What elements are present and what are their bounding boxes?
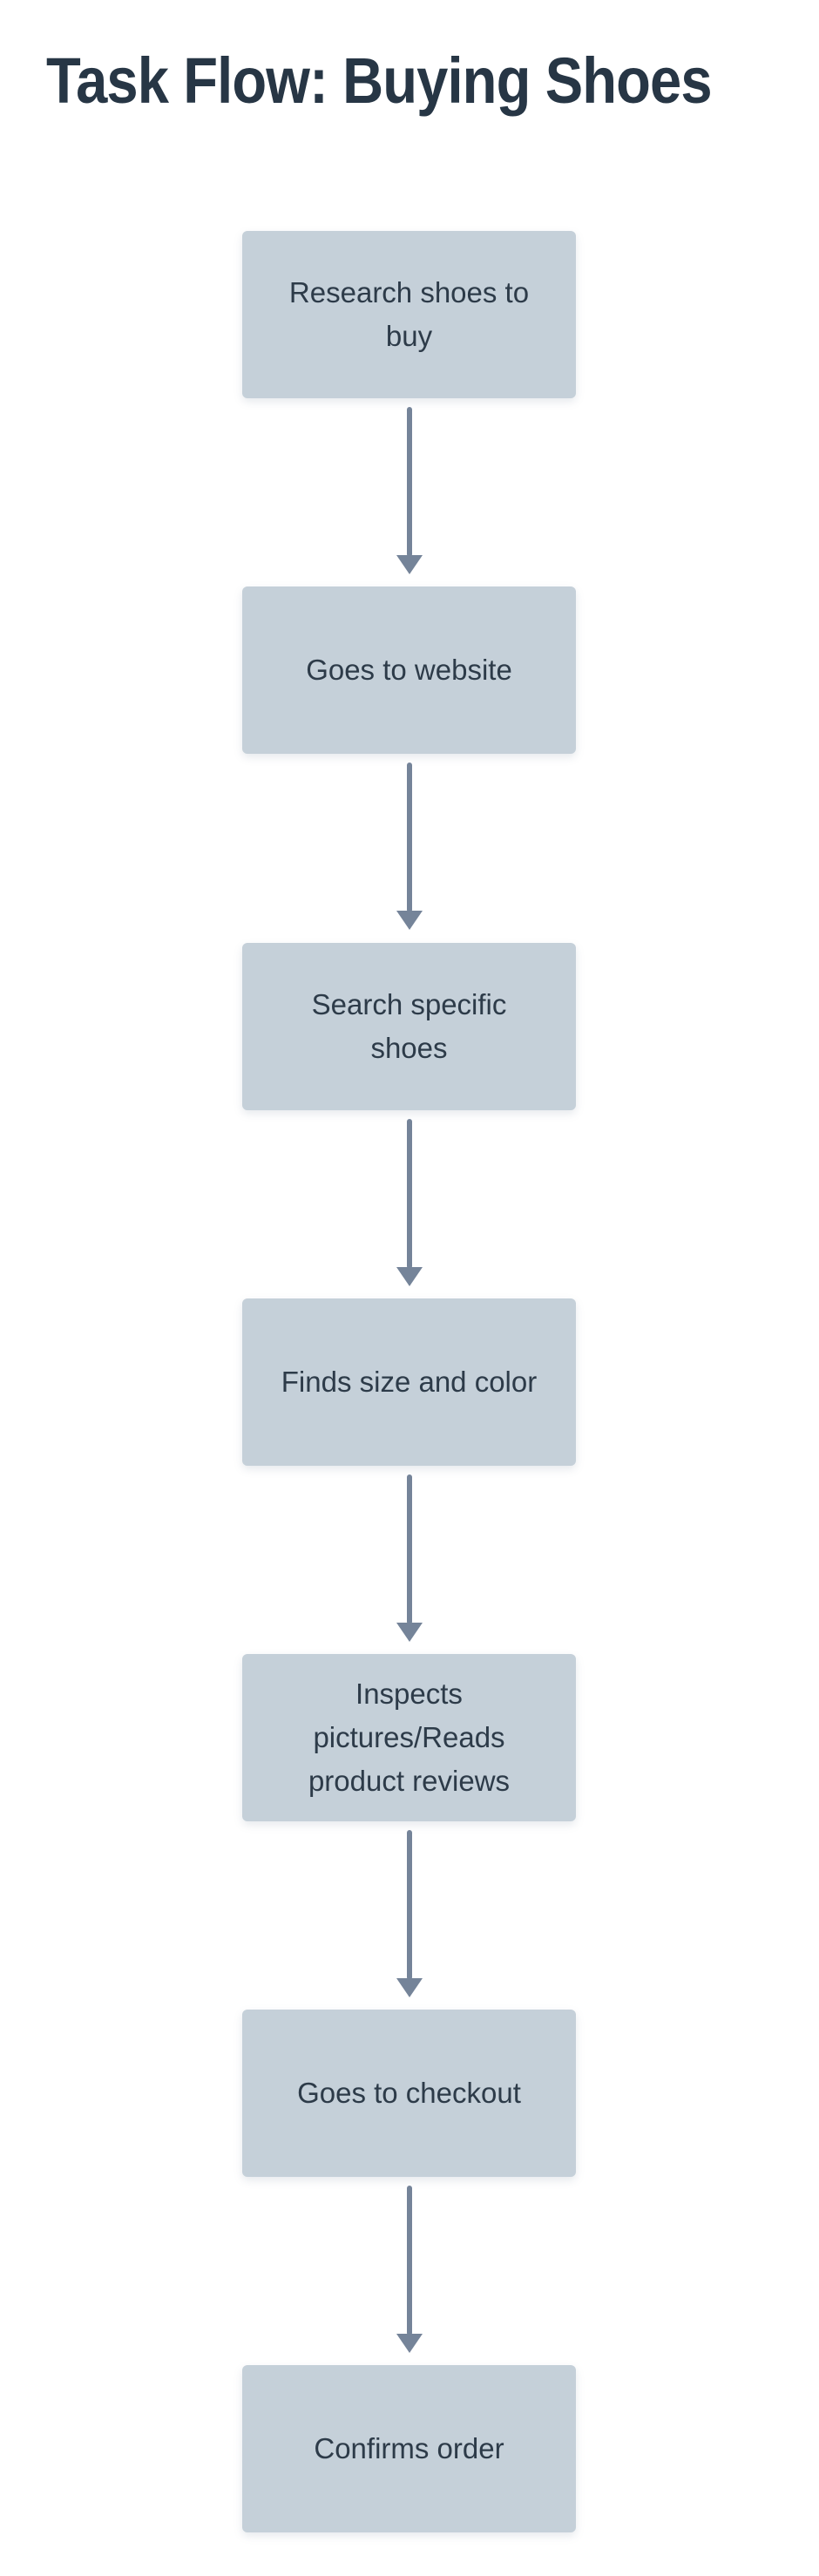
arrow-head-icon	[396, 911, 423, 930]
down-arrow-connector	[396, 1474, 423, 1642]
arrow-head-icon	[396, 1978, 423, 1997]
down-arrow-connector	[396, 1830, 423, 1997]
flow-step-label: Goes to website	[306, 654, 512, 686]
flow-step-search-specific-shoes: Search specific shoes	[242, 943, 576, 1110]
flow-step-label: Inspects pictures/Reads product reviews	[308, 1678, 511, 1797]
arrow-head-icon	[396, 1623, 423, 1642]
arrow-head-icon	[396, 2334, 423, 2353]
flow-step-label: Finds size and color	[281, 1366, 538, 1398]
down-arrow-connector	[396, 407, 423, 574]
arrow-shaft	[407, 1474, 412, 1624]
flow-step-confirms-order: Confirms order	[242, 2365, 576, 2532]
arrow-shaft	[407, 1830, 412, 1980]
arrow-shaft	[407, 1119, 412, 1269]
flow-step-label: Search specific shoes	[311, 988, 507, 1064]
arrow-shaft	[407, 2186, 412, 2335]
down-arrow-connector	[396, 763, 423, 930]
down-arrow-connector	[396, 1119, 423, 1286]
down-arrow-connector	[396, 2186, 423, 2353]
arrow-shaft	[407, 407, 412, 557]
diagram-title: Task Flow: Buying Shoes	[46, 44, 713, 117]
flow-step-research-shoes: Research shoes to buy	[242, 231, 576, 398]
flow-step-label: Research shoes to buy	[288, 276, 530, 352]
flow-step-goes-to-website: Goes to website	[242, 586, 576, 754]
flow-step-finds-size-and-color: Finds size and color	[242, 1298, 576, 1466]
arrow-head-icon	[396, 555, 423, 574]
flow-step-inspects-pictures-reads-reviews: Inspects pictures/Reads product reviews	[242, 1654, 576, 1821]
arrow-head-icon	[396, 1267, 423, 1286]
flow-step-label: Goes to checkout	[297, 2077, 521, 2109]
arrow-shaft	[407, 763, 412, 912]
flow-step-goes-to-checkout: Goes to checkout	[242, 2010, 576, 2177]
flow-step-label: Confirms order	[314, 2432, 504, 2464]
